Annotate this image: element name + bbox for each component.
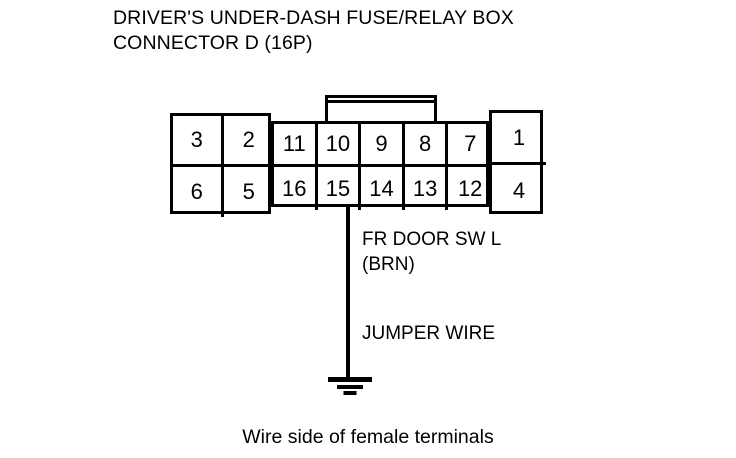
pin-label-13: 13 (412, 175, 438, 201)
pin-label-10: 10 (325, 131, 351, 156)
pin-cell-11: 11 (274, 124, 318, 167)
pin-cell-6: 6 (173, 166, 224, 217)
pin-label-9: 9 (375, 131, 388, 156)
connector-locking-tab (325, 95, 437, 122)
pin-cell-7: 7 (448, 124, 492, 167)
page-title: DRIVER'S UNDER-DASH FUSE/RELAY BOX CONNE… (113, 6, 514, 56)
pin-cell-3: 3 (173, 116, 224, 167)
ground-bar-small (343, 391, 356, 395)
pin-label-6: 6 (190, 178, 203, 204)
pin-label-15: 15 (325, 175, 351, 201)
pin-cell-13: 13 (405, 167, 449, 210)
page-title-line-1: DRIVER'S UNDER-DASH FUSE/RELAY BOX (113, 7, 514, 29)
pin-label-14: 14 (369, 175, 394, 201)
pin-cell-4: 4 (492, 165, 546, 217)
wire-signal-name: FR DOOR SW L (362, 229, 502, 250)
pin-cell-10: 10 (317, 124, 362, 167)
pin-cell-14: 14 (361, 167, 405, 210)
pin-cell-8: 8 (404, 124, 449, 167)
ground-bar-large (327, 377, 372, 382)
pin-label-7: 7 (464, 131, 477, 156)
pin-cell-9: 9 (361, 124, 405, 167)
jumper-wire-label: JUMPER WIRE (362, 323, 495, 344)
pin-label-5: 5 (242, 178, 255, 204)
pin-label-4: 4 (512, 178, 526, 203)
pin-cell-5: 5 (224, 167, 275, 218)
connector-locking-tab-inner-line (328, 100, 434, 103)
pin-label-8: 8 (418, 131, 432, 156)
pin-cell-15: 15 (318, 167, 362, 210)
pin-label-2: 2 (242, 126, 255, 152)
diagram-caption: Wire side of female terminals (242, 426, 494, 448)
pin-label-11: 11 (282, 131, 306, 156)
pin-cell-2: 2 (223, 116, 274, 167)
page-title-line-2: CONNECTOR D (16P) (113, 32, 313, 54)
wire-color-code: (BRN) (362, 254, 415, 275)
pin-label-3: 3 (190, 126, 203, 152)
ground-bar-medium (336, 385, 363, 389)
connector-left-block: 3 2 6 5 (170, 113, 274, 217)
connector-right-block: 1 4 (489, 110, 546, 217)
pin-cell-1: 1 (492, 113, 546, 165)
jumper-wire-line (346, 207, 350, 379)
wire-signal-label: FR DOOR SW L (BRN) (362, 227, 501, 277)
pin-label-16: 16 (282, 175, 307, 201)
connector-middle-block: 11 10 9 8 7 16 15 14 13 12 (271, 121, 492, 210)
pin-label-1: 1 (512, 124, 526, 150)
pin-cell-12: 12 (448, 167, 492, 210)
pin-cell-16: 16 (274, 167, 318, 210)
pin-label-12: 12 (457, 175, 483, 201)
